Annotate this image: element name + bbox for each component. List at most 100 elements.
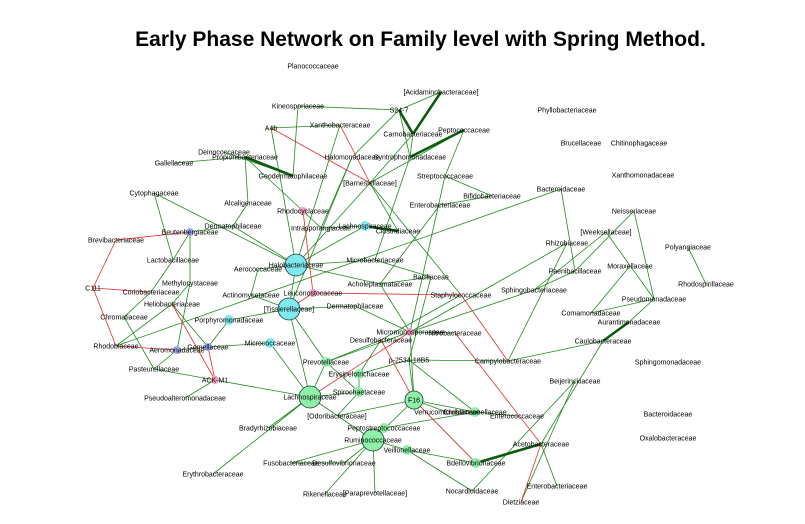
edge-green-enterobacteriaceae-bifidobacteriaceae — [439, 195, 493, 206]
node-label-acm1: ACK-M1 — [202, 378, 229, 385]
edge-green-bacteroidaceae2-rhodobiaceae — [115, 188, 562, 347]
edge-green-dermatophilaceae2-micromonosporaceae — [354, 305, 411, 333]
node-ruminococcaceae — [361, 428, 385, 452]
node-label-xanthomonadaceae: Xanthomonadaceae — [612, 173, 675, 180]
node-acm1 — [211, 376, 219, 384]
edge-green-desulfobacteraceae-prevotellaceae — [325, 339, 382, 363]
node-label-bdellovibrionaceae: Bdellovibrionaceae — [446, 461, 505, 468]
edge-red-c111-brevibacteriaceae — [92, 239, 117, 289]
node-label-a4b: A4b — [265, 126, 278, 133]
node-label-rikenellaceae: Rikenellaceae — [303, 492, 347, 499]
node-label-enterobacteriaceae2: Enterobacteriaceae — [527, 484, 588, 491]
node-porphyromonadaceae — [224, 315, 234, 325]
node-label-odoribacteraceae: [Odoribacteraceae] — [307, 414, 367, 421]
node-label-verrucomicrobiaceae: Verrucomicrobiaceae — [414, 410, 480, 417]
node-label-lachnospiraceae: Lachnospiraceae — [283, 395, 336, 402]
edge-red-c111-coriobacteriaceae — [92, 287, 152, 293]
edge-strong-clostridiaceae-lachnospiraceae2 — [364, 224, 399, 233]
edge-green-desulfobacteraceae-erysipelotrichaceae — [358, 339, 382, 375]
node-label-rhodospirillaceae: Rhodospirillaceae — [678, 282, 734, 289]
node-label-enterobacteriaceae: Enterobacteriaceae — [410, 203, 471, 210]
nodes-layer — [173, 207, 481, 468]
node-label-desulfovibrionaceae: Desulfovibrionaceae — [312, 461, 376, 468]
node-label-propionibacteriaceae: Propionibacteriaceae — [212, 155, 278, 162]
node-micromonosporaceae — [406, 328, 414, 336]
node-label-halomonadaceae: Halomonadaceae — [325, 155, 380, 162]
node-label-kineosporiaceae: Kineosporiaceae — [272, 104, 324, 111]
node-beutenbergiaceae — [186, 228, 194, 236]
node-label-streptococcaceae: Streptococcaceae — [417, 174, 473, 181]
node-label-actinoplanaceae: Acholeplasmataceae — [348, 282, 413, 289]
edge-green-p2534-christensenellaceae — [408, 359, 476, 413]
node-christensenellaceae — [470, 407, 480, 417]
edges-layer — [92, 91, 707, 503]
edge-green-rhodocyclaceae-intrasporangiaceae — [302, 210, 322, 229]
node-label-lactobacillaceae: Lactobacillaceae — [147, 258, 199, 265]
edge-green-ruminococcaceae-fusobacteriaceae — [290, 439, 374, 464]
edge-green-beutenbergiaceae-dermatophilaceae — [189, 225, 234, 233]
node-lachnospiraceae2 — [360, 221, 370, 231]
node-label-paraprevotellaceae: [Paraprevotellaceae] — [343, 491, 407, 498]
edge-green-rhizobiaceae-campylobacteraceae — [507, 242, 568, 362]
node-label-caulobacteraceae: Caulobacteraceae — [575, 339, 632, 346]
node-label-ruminococcaceae: Ruminococcaceae — [344, 438, 402, 445]
node-erysipelotrichaceae — [354, 369, 364, 379]
edge-strong-aurantimonadaceae-caulobacteraceae — [602, 320, 630, 343]
edge-green-coriobacteriaceae-chromatiaceae — [123, 291, 152, 318]
node-label-porphyromonadaceae: Porphyromonadaceae — [195, 318, 264, 325]
node-leuconostocaceae — [309, 289, 317, 297]
edge-red-aeromonadaceae-rhodobiaceae — [115, 345, 178, 351]
node-label-microbacteriaceae: Microbacteriaceae — [346, 258, 403, 265]
edge-green-pseudomonadaceae-aurantimonadaceae — [628, 298, 655, 323]
edge-green-bacillaceae-p2534 — [408, 276, 432, 361]
edge-green-veillonellaceae-bdellovibrionaceae — [406, 449, 477, 464]
node-label-paenibacillaceae: Paenibacillaceae — [549, 269, 602, 276]
node-label-c111: C111 — [85, 286, 101, 293]
edge-green-christensenellaceae-enterococcaceae — [474, 411, 518, 417]
edge-green-odoribacteraceae-f16 — [336, 399, 415, 417]
node-label-bacillaceae: Bacillaceae — [413, 275, 449, 282]
node-label-clostridiaceae: Clostridiaceae — [376, 229, 420, 236]
node-label-syntrophomonadaceae: Syntrophomonadaceae — [374, 155, 446, 162]
node-label-bradyrhizobiaceae: Bradyrhizobiaceae — [239, 426, 297, 433]
edge-green-propionibacteriaceae-alcaligenaceae — [244, 156, 249, 204]
edge-green-campylobacteraceae-p2534 — [408, 359, 509, 362]
edge-red-staphylococcaceae-campylobacteraceae — [460, 294, 509, 362]
node-label-neisseriaceae: Neisseriaceae — [612, 209, 656, 216]
node-bdellovibrionaceae — [471, 458, 481, 468]
edge-strong-acetobacteraceae-bdellovibrionaceae — [475, 442, 542, 465]
edge-green-actinomycetaceae-aerococcaceae — [250, 268, 259, 296]
node-label-brucellaceae: Brucellaceae — [561, 141, 602, 148]
node-label-bifidobacteriaceae: Bifidobacteriaceae — [463, 194, 521, 201]
node-label-christensenellaceae: Christensenellaceae — [443, 410, 507, 417]
edge-green-s247-halomonadaceae — [351, 109, 400, 158]
edge-green-enterobacteriaceae-actinoplanaceae — [379, 204, 441, 285]
node-label-lachnospiraceae2: Lachnospiraceae — [338, 224, 391, 231]
node-label-beutenbergiaceae: Beutenbergiaceae — [162, 230, 219, 237]
edge-green-micromonosporaceae-prevotellaceae — [325, 331, 411, 363]
edge-green-acm1-pseudoalteromonadaceae — [184, 379, 216, 399]
edge-red-desulfobacteraceae-f16 — [380, 339, 415, 401]
node-label-leuconostocaceae: Leuconostocaceae — [284, 291, 343, 298]
edge-green-gemellaceae-micrococcaceae — [207, 342, 271, 348]
node-label-f16: F16 — [408, 398, 420, 405]
labels-layer: Planococcaceae[Acidaminobacteraceae]Kine… — [85, 64, 734, 507]
node-label-pseudomonadaceae: Pseudomonadaceae — [622, 297, 686, 304]
edge-green-campylobacteraceae-caulobacteraceae — [507, 340, 604, 362]
node-label-micrococcaceae: Micrococcaceae — [245, 341, 296, 348]
node-micrococcaceae — [265, 338, 275, 348]
node-label-peptococcaceae: Peptococcaceae — [438, 128, 490, 135]
edge-red-a4b-barnesiellaceae — [270, 127, 371, 184]
node-label-carnobacteriaceae: Carnobacteriaceae — [383, 132, 442, 139]
node-label-campylobacteraceae: Campylobacteraceae — [475, 359, 541, 366]
node-label-peptostreptococcaceae: Peptostreptococcaceae — [347, 426, 420, 433]
node-label-veillonellaceae: Veillonellaceae — [384, 448, 431, 455]
edge-green-peptococcaceae-streptococcaceae — [444, 129, 465, 177]
node-label-cytophagaceae: Cytophagaceae — [129, 191, 178, 198]
node-label-micromonosporaceae: Micromonosporaceae — [376, 330, 443, 337]
edge-red-dietziaceae-acetobacteraceae — [520, 443, 542, 503]
node-veillonellaceae — [402, 445, 412, 455]
node-label-deinococcaceae: Deinococcaceae — [198, 150, 250, 157]
edge-green-lachnospiraceae-tissierellaceae — [288, 308, 311, 398]
edge-green-p2534-erysipelotrichaceae — [358, 359, 410, 375]
